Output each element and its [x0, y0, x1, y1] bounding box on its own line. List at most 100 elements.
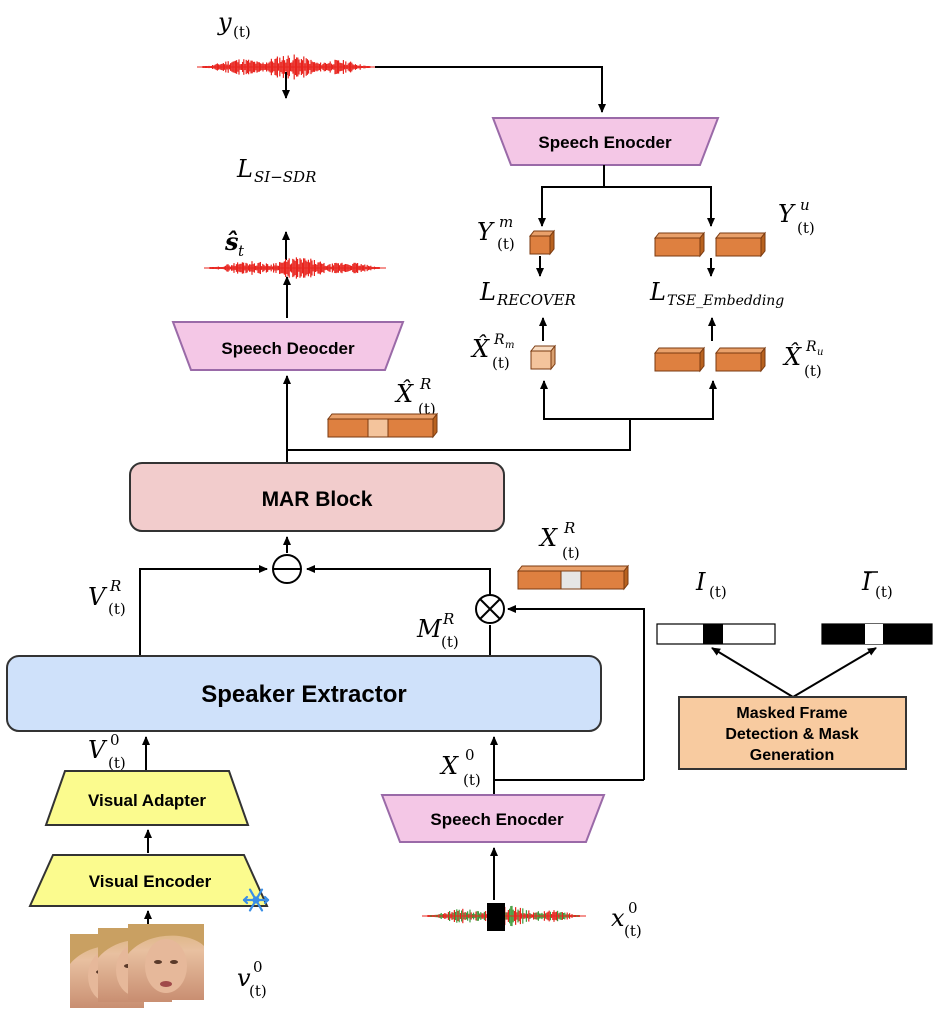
svg-text:t: t: [238, 242, 245, 260]
svg-text:y: y: [217, 8, 232, 36]
svg-text:R: R: [442, 610, 454, 628]
vr-label: V R (t): [88, 577, 126, 618]
svg-text:Generation: Generation: [750, 747, 834, 764]
circle-minus-icon: [272, 554, 302, 584]
svg-text:Visual Encoder: Visual Encoder: [89, 872, 212, 891]
svg-text:(t): (t): [497, 235, 515, 253]
svg-text:0: 0: [465, 746, 475, 764]
svg-text:Speaker Extractor: Speaker Extractor: [201, 681, 406, 708]
ym-label: Y m (t): [477, 213, 515, 253]
yu-tokens: [653, 231, 767, 258]
svg-text:R: R: [493, 332, 505, 348]
mask-generation-block: Masked Frame Detection & Mask Generation: [678, 696, 907, 770]
svg-text:Speech Enocder: Speech Enocder: [430, 810, 564, 829]
svg-text:u: u: [800, 196, 810, 214]
loss-si-sdr: L SI−SDR: [236, 155, 316, 186]
snowflake-icon: [242, 888, 270, 912]
speech-decoder: Speech Deocder: [171, 321, 405, 371]
visual-encoder: Visual Encoder: [28, 854, 269, 907]
x-input-label: x 0 (t): [611, 899, 642, 940]
face-thumbnails: [70, 924, 204, 1008]
svg-text:v: v: [237, 964, 251, 992]
maskgen-to-i-arrow: [711, 647, 794, 698]
xr-token: [516, 564, 630, 591]
svg-text:(t): (t): [441, 633, 459, 651]
svg-text:I: I: [861, 568, 872, 596]
ibar-mask-bar: [821, 623, 933, 645]
svg-text:(t): (t): [108, 754, 126, 772]
svg-text:(t): (t): [249, 982, 267, 1000]
y-to-encoder-arrow: [375, 66, 606, 113]
svg-text:R: R: [419, 375, 431, 393]
svg-text:L: L: [479, 278, 496, 306]
svg-text:X̂: X̂: [470, 335, 490, 363]
svg-text:Y: Y: [778, 200, 796, 228]
svg-text:(t): (t): [875, 583, 893, 601]
svg-text:(t): (t): [108, 600, 126, 618]
svg-text:(t): (t): [624, 922, 642, 940]
x0-to-times-arrow: [507, 605, 645, 780]
svg-text:x: x: [611, 904, 625, 932]
y-label: y (t): [217, 8, 251, 41]
svg-text:X̂: X̂: [782, 343, 802, 371]
svg-text:m: m: [505, 340, 514, 351]
xru-tokens: [653, 346, 767, 373]
loss-recover: L RECOVER: [479, 278, 576, 309]
svg-text:(t): (t): [492, 354, 510, 372]
svg-text:L: L: [649, 278, 666, 306]
visual-adapter: Visual Adapter: [44, 770, 250, 826]
xrm-token: [529, 344, 557, 371]
svg-text:Speech Enocder: Speech Enocder: [538, 133, 672, 152]
mar-block: MAR Block: [129, 462, 505, 532]
speech-encoder-bottom: Speech Enocder: [380, 794, 606, 843]
svg-text:(t): (t): [709, 583, 727, 601]
svg-text:SI−SDR: SI−SDR: [254, 168, 316, 186]
svg-text:R: R: [563, 519, 575, 537]
svg-text:V: V: [88, 736, 108, 764]
y-waveform: [197, 54, 376, 80]
svg-text:L: L: [236, 155, 253, 183]
yu-label: Y u (t): [778, 196, 815, 237]
mask-to-minus-arrow: [306, 565, 491, 595]
svg-text:TSE_Embedding: TSE_Embedding: [667, 293, 784, 309]
circle-times-icon: [475, 594, 505, 624]
svg-text:(t): (t): [562, 544, 580, 562]
svg-text:V: V: [88, 583, 108, 611]
mr-label: M R (t): [416, 610, 459, 651]
x0-label: X 0 (t): [439, 746, 481, 789]
svg-text:0: 0: [253, 958, 263, 976]
svg-text:X̂: X̂: [394, 380, 414, 408]
enc-to-ym-arrow: [538, 165, 605, 227]
svg-text:Detection & Mask: Detection & Mask: [725, 726, 858, 743]
maskgen-to-ibar-arrow: [792, 647, 877, 698]
svg-text:ŝ: ŝ: [224, 227, 239, 256]
svg-text:m: m: [499, 213, 513, 231]
xrm-label: X̂ R m (t): [470, 332, 514, 372]
v0-label: V 0 (t): [88, 731, 126, 772]
svg-text:RECOVER: RECOVER: [496, 291, 576, 309]
enc-to-yu-arrow: [604, 186, 715, 227]
svg-text:Masked Frame: Masked Frame: [736, 705, 847, 722]
s-hat-label: ŝ t: [224, 227, 245, 260]
svg-text:M: M: [416, 615, 443, 643]
i-mask-bar: [656, 623, 776, 645]
masked-segment: [487, 903, 505, 931]
svg-text:Speech Deocder: Speech Deocder: [221, 339, 355, 358]
svg-text:0: 0: [628, 899, 638, 917]
svg-text:I: I: [695, 568, 706, 596]
svg-text:X: X: [538, 524, 558, 552]
ym-token: [528, 229, 556, 256]
svg-text:0: 0: [110, 731, 120, 749]
v-input-label: v 0 (t): [237, 958, 267, 1000]
svg-text:Y: Y: [477, 218, 495, 246]
svg-text:R: R: [805, 339, 817, 355]
svg-text:R: R: [109, 577, 121, 595]
svg-text:MAR Block: MAR Block: [262, 488, 373, 511]
svg-text:X: X: [439, 752, 459, 780]
xhat-to-xru-arrow: [630, 380, 717, 420]
speech-encoder-top: Speech Enocder: [491, 117, 720, 166]
svg-text:(t): (t): [463, 771, 481, 789]
svg-text:(t): (t): [797, 219, 815, 237]
svg-text:Visual Adapter: Visual Adapter: [88, 791, 206, 810]
